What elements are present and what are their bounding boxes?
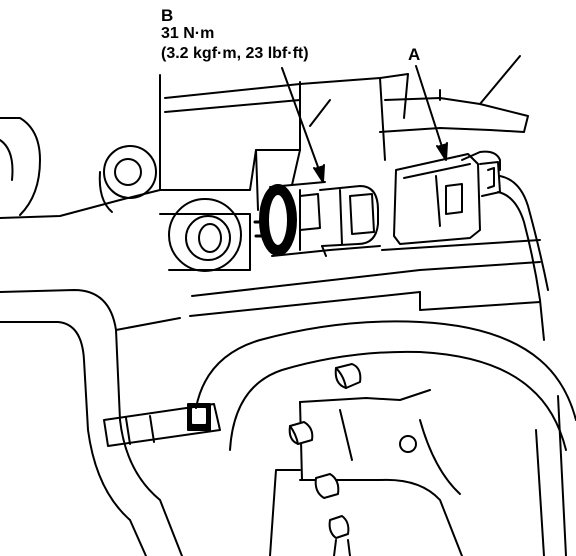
- pipe-right-vertical: [535, 299, 567, 556]
- sensor-connector: [393, 150, 549, 301]
- torque-spec-converted: (3.2 kgf·m, 23 lbf·ft): [161, 45, 309, 62]
- callout-letter-a: A: [408, 45, 421, 64]
- coolant-passage-boss: [159, 198, 251, 272]
- engine-block-casting: [159, 55, 529, 211]
- lower-block: [269, 389, 463, 556]
- coolant-pipe: [195, 320, 576, 451]
- callout-letter-b: B: [161, 6, 174, 25]
- coolant-hose-left: [0, 289, 183, 556]
- torque-spec: 31 N·m: [161, 25, 215, 42]
- mounting-bracket: [0, 117, 161, 219]
- bolt-heads: [288, 363, 362, 556]
- leader-arrow-a: [415, 65, 448, 161]
- temperature-sensor-body: [253, 181, 379, 257]
- frame-rails: [189, 239, 541, 317]
- hose-clamp: [103, 403, 221, 447]
- leader-arrow-b: [281, 67, 325, 183]
